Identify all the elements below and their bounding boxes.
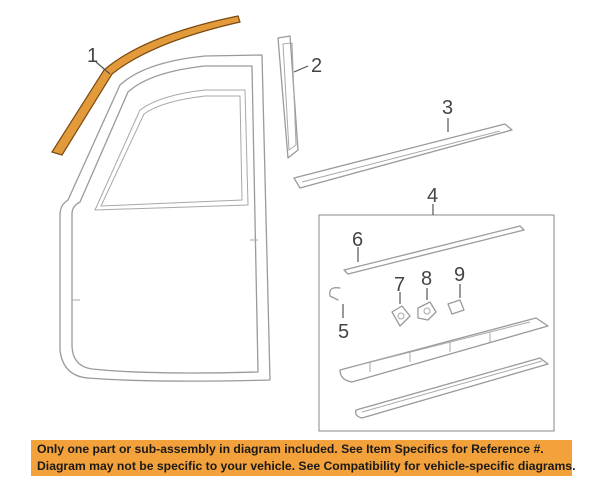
part-6-strip bbox=[343, 225, 525, 275]
callout-5: 5 bbox=[338, 321, 350, 343]
callout-7: 7 bbox=[394, 274, 406, 296]
part-3-belt-moulding bbox=[293, 123, 513, 189]
rocker-moulding-lower bbox=[354, 357, 549, 419]
part-9-fastener bbox=[447, 299, 465, 315]
disclaimer-line-2: Diagram may not be specific to your vehi… bbox=[37, 459, 576, 473]
callout-6: 6 bbox=[352, 229, 364, 251]
front-door-shell bbox=[59, 54, 271, 382]
disclaimer-banner: Only one part or sub-assembly in diagram… bbox=[31, 440, 576, 476]
part-1-highlighted-moulding bbox=[51, 15, 241, 156]
callout-3: 3 bbox=[442, 97, 454, 119]
callout-1: 1 bbox=[87, 45, 99, 67]
callout-2-leader bbox=[293, 65, 309, 73]
callout-2: 2 bbox=[311, 55, 323, 77]
part-5-clip bbox=[329, 287, 341, 301]
part-4-assembly-box bbox=[318, 214, 555, 432]
part-2-pillar-garnish bbox=[277, 35, 299, 159]
disclaimer-line-1: Only one part or sub-assembly in diagram… bbox=[37, 442, 544, 456]
part-8-fastener bbox=[417, 301, 437, 321]
parts-diagram bbox=[51, 15, 555, 432]
callout-9: 9 bbox=[454, 264, 466, 286]
callout-4: 4 bbox=[427, 185, 439, 207]
callout-8: 8 bbox=[421, 268, 433, 290]
part-7-fastener bbox=[391, 305, 411, 327]
rocker-moulding-upper bbox=[339, 317, 549, 383]
callout-1-leader bbox=[95, 61, 111, 75]
